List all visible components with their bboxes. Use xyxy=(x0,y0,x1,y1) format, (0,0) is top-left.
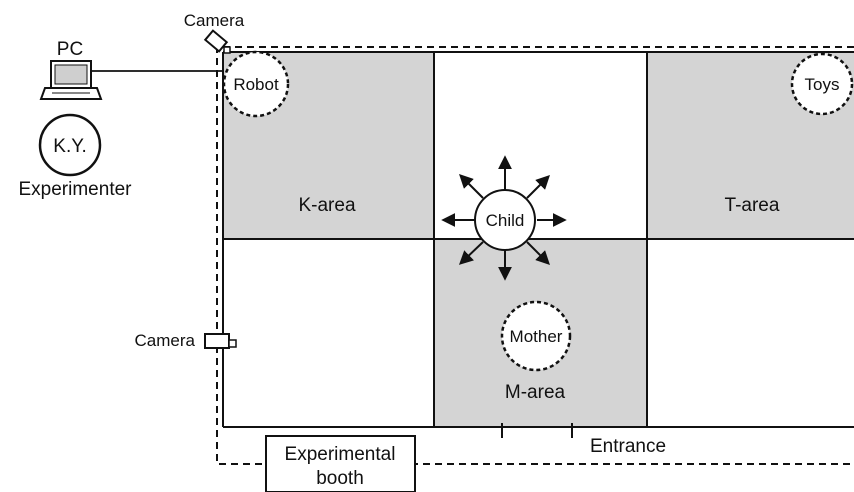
toys-label: Toys xyxy=(805,75,840,94)
entrance-label: Entrance xyxy=(590,436,666,457)
camera-top-label: Camera xyxy=(184,11,245,30)
mother-circle xyxy=(500,300,572,372)
booth-label-line2: booth xyxy=(316,468,364,489)
booth-label-line1: Experimental xyxy=(285,444,396,465)
camera-top-icon xyxy=(203,29,231,54)
child-movement-arrows xyxy=(441,155,567,281)
experimenter-label: Experimenter xyxy=(19,179,133,200)
camera-left-icon xyxy=(204,333,237,349)
t-area-label: T-area xyxy=(725,195,780,216)
experimenter-initials: K.Y. xyxy=(53,136,86,157)
area-grid xyxy=(222,51,854,428)
room-dashed-boundary xyxy=(216,46,854,465)
mother-label: Mother xyxy=(510,327,563,346)
experimenter-circle xyxy=(38,113,102,177)
experimental-booth-box xyxy=(265,435,416,492)
child-circle xyxy=(474,189,536,251)
camera-left-label: Camera xyxy=(135,331,196,350)
pc-label: PC xyxy=(57,39,83,60)
laptop-icon xyxy=(39,60,103,100)
robot-circle xyxy=(222,50,290,118)
toys-circle xyxy=(790,52,854,116)
robot-label: Robot xyxy=(233,75,279,94)
child-label: Child xyxy=(486,211,525,230)
m-area-label: M-area xyxy=(505,382,566,403)
k-area-label: K-area xyxy=(298,195,355,216)
